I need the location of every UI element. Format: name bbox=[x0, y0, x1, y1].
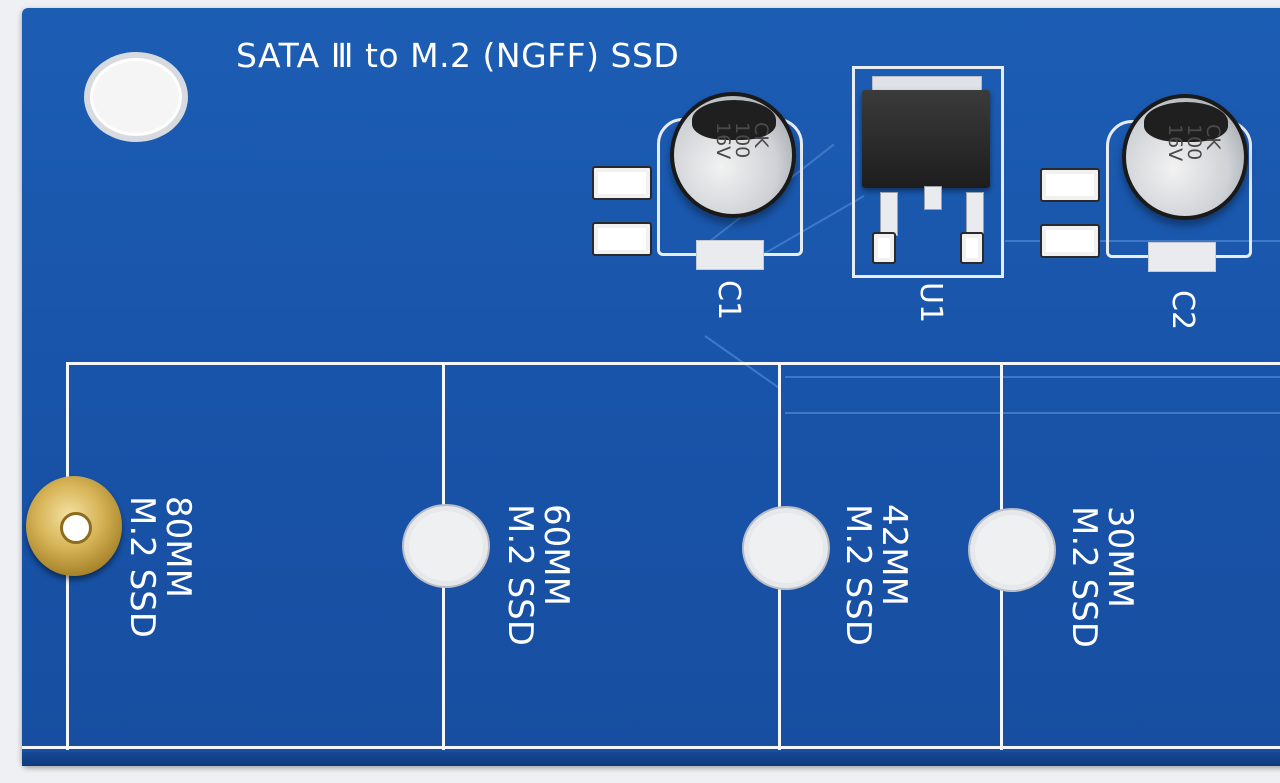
capacitor-marking: CK 100 16V bbox=[712, 122, 772, 160]
capacitor-leg bbox=[1148, 242, 1216, 272]
capacitor-top bbox=[1144, 102, 1228, 142]
brass-standoff bbox=[26, 476, 122, 576]
smd-pad bbox=[592, 222, 652, 256]
capacitor-leg bbox=[696, 240, 764, 270]
ref-u1: U1 bbox=[913, 282, 948, 324]
standoff-hole-60mm bbox=[404, 506, 488, 586]
standoff-screw-hole bbox=[60, 512, 92, 544]
ref-c2: C2 bbox=[1165, 290, 1200, 331]
standoff-hole-30mm bbox=[970, 510, 1054, 590]
slot-label-42mm: 42MM M.2 SSD bbox=[838, 504, 914, 646]
smd-pad bbox=[592, 166, 652, 200]
smd-pad bbox=[1040, 224, 1100, 258]
ref-c1: C1 bbox=[711, 280, 746, 321]
capacitor-c2: CK 100 16V bbox=[1122, 94, 1248, 220]
capacitor-marking: CK 100 16V bbox=[1164, 124, 1224, 162]
regulator-pin bbox=[924, 186, 942, 210]
smd-pad bbox=[960, 232, 984, 264]
slot-label-80mm: 80MM M.2 SSD bbox=[122, 496, 198, 638]
regulator-pin bbox=[966, 192, 984, 236]
pcb-trace bbox=[785, 376, 1280, 378]
slot-label-30mm: 30MM M.2 SSD bbox=[1064, 506, 1140, 648]
u1-outline bbox=[852, 66, 1004, 278]
smd-pad bbox=[1040, 168, 1100, 202]
mounting-hole bbox=[84, 52, 188, 142]
slot-frame-top bbox=[66, 362, 1280, 365]
smd-pad bbox=[872, 232, 896, 264]
regulator-u1 bbox=[862, 90, 990, 188]
capacitor-top bbox=[692, 100, 776, 140]
standoff-hole-42mm bbox=[744, 508, 828, 588]
regulator-pin bbox=[880, 192, 898, 236]
pcb-board bbox=[22, 8, 1280, 766]
slot-frame-bottom bbox=[22, 746, 1280, 749]
pcb-trace bbox=[785, 412, 1280, 414]
capacitor-c1: CK 100 16V bbox=[670, 92, 796, 218]
pcb-trace bbox=[1005, 240, 1280, 242]
slot-label-60mm: 60MM M.2 SSD bbox=[500, 504, 576, 646]
board-title: SATA Ⅲ to M.2 (NGFF) SSD bbox=[236, 36, 680, 75]
